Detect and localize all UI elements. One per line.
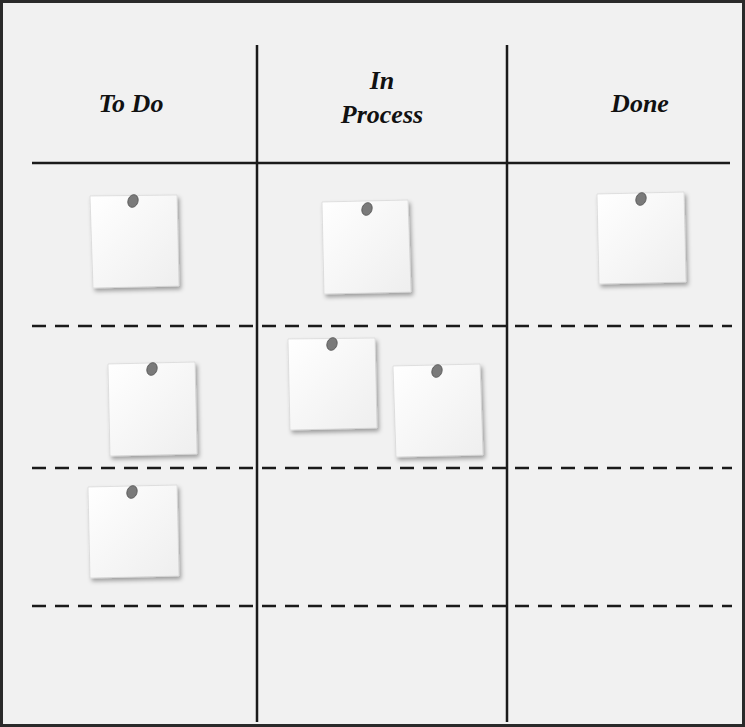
header-rule [32, 162, 730, 165]
column-heading: Done [540, 87, 740, 121]
pin [125, 484, 139, 500]
row-divider [32, 467, 732, 470]
sticky-note [393, 364, 483, 457]
pin [126, 193, 140, 209]
pin [360, 201, 374, 217]
sticky-notes [88, 192, 686, 578]
column-heading: To Do [31, 87, 231, 121]
pin [430, 363, 444, 379]
pin [325, 336, 339, 352]
column-divider [256, 45, 259, 722]
sticky-note [288, 338, 377, 430]
sticky-note [90, 195, 179, 288]
row-divider [32, 605, 732, 608]
column-divider [506, 45, 509, 722]
pin [145, 361, 159, 377]
sticky-note [88, 485, 179, 578]
sticky-note [597, 192, 686, 284]
sticky-note [108, 362, 197, 456]
sticky-note [322, 200, 411, 294]
row-dividers [32, 326, 732, 606]
pin [634, 191, 648, 207]
row-divider [32, 325, 732, 328]
pins [125, 191, 648, 500]
column-heading: In Process [332, 64, 432, 132]
